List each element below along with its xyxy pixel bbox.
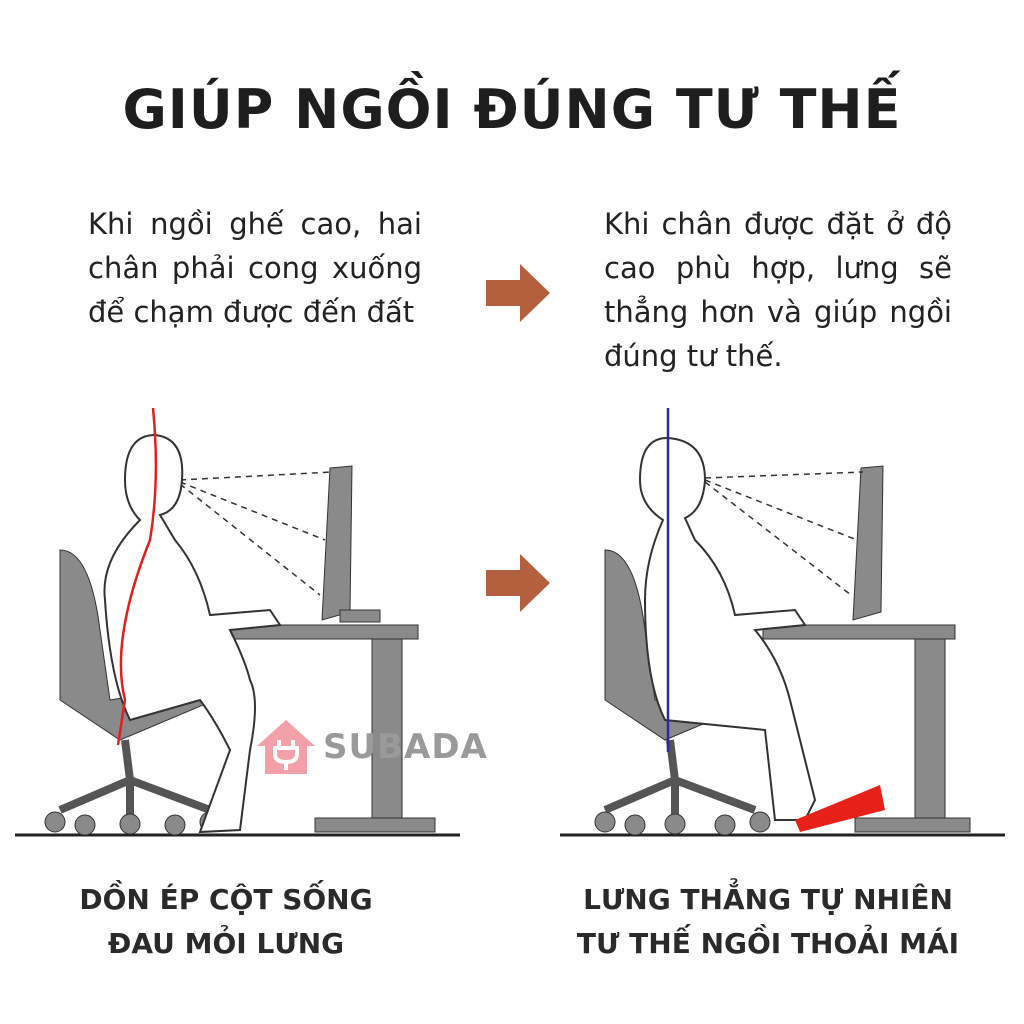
- caption-line: ĐAU MỎI LƯNG: [107, 927, 345, 960]
- left-description: Khi ngồi ghế cao, hai chân phải cong xuố…: [88, 207, 422, 329]
- caption-line: TƯ THẾ NGỒI THOẢI MÁI: [576, 927, 960, 960]
- arrow-right-icon: [486, 264, 550, 322]
- right-caption: LƯNG THẲNG TỰ NHIÊN TƯ THẾ NGỒI THOẢI MÁI: [548, 878, 988, 966]
- caption-line: LƯNG THẲNG TỰ NHIÊN: [583, 883, 953, 916]
- watermark-text: SUBADA: [323, 727, 488, 767]
- page-title: GIÚP NGỒI ĐÚNG TƯ THẾ: [122, 78, 902, 141]
- house-plug-logo-icon: [257, 720, 315, 774]
- good-posture-illustration: [560, 408, 1005, 837]
- caption-line: DỒN ÉP CỘT SỐNG: [79, 883, 373, 916]
- subada-watermark: SUBADA: [255, 718, 488, 776]
- left-caption: DỒN ÉP CỘT SỐNG ĐAU MỎI LƯNG: [6, 878, 446, 966]
- right-description: Khi chân được đặt ở độ cao phù hợp, lưng…: [604, 207, 952, 373]
- arrow-right-icon: [486, 554, 550, 612]
- bad-posture-illustration: [15, 407, 460, 837]
